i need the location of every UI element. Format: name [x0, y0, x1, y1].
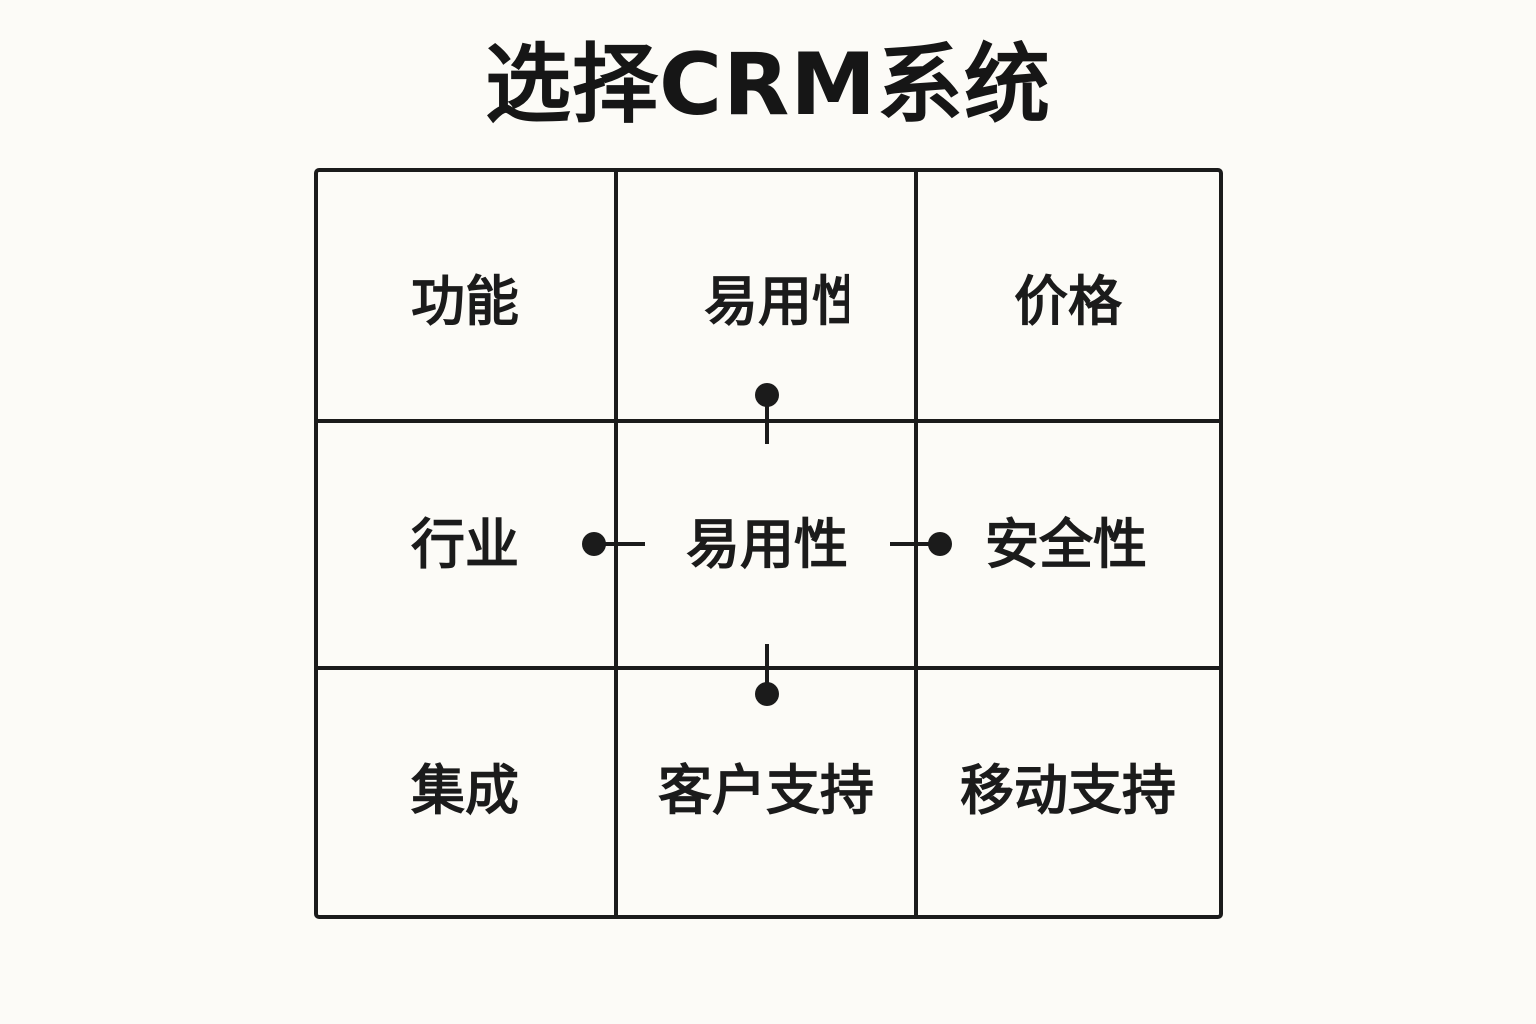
cell-label-top-right: 价格	[1014, 270, 1122, 333]
diagram-title: 选择CRM系统	[485, 35, 1051, 135]
cell-label-bottom-right: 移动支持	[960, 759, 1176, 822]
connector-left-dot	[582, 532, 606, 556]
connector-bottom-dot	[755, 682, 779, 706]
cell-label-top-left: 功能	[411, 270, 519, 333]
cell-label-bottom-left: 集成	[411, 759, 519, 822]
grid-frame	[314, 168, 1223, 919]
connector-top-dot	[755, 383, 779, 407]
cell-label-center: 易用性	[686, 513, 848, 576]
cell-label-top-center: 易用性	[704, 270, 849, 333]
cell-top-center-clip: 易用性	[620, 250, 849, 360]
cell-label-middle-left: 行业	[411, 513, 519, 576]
connector-right-dot	[928, 532, 952, 556]
cell-label-bottom-center: 客户支持	[658, 759, 874, 822]
cell-label-middle-right: 安全性	[985, 513, 1147, 576]
